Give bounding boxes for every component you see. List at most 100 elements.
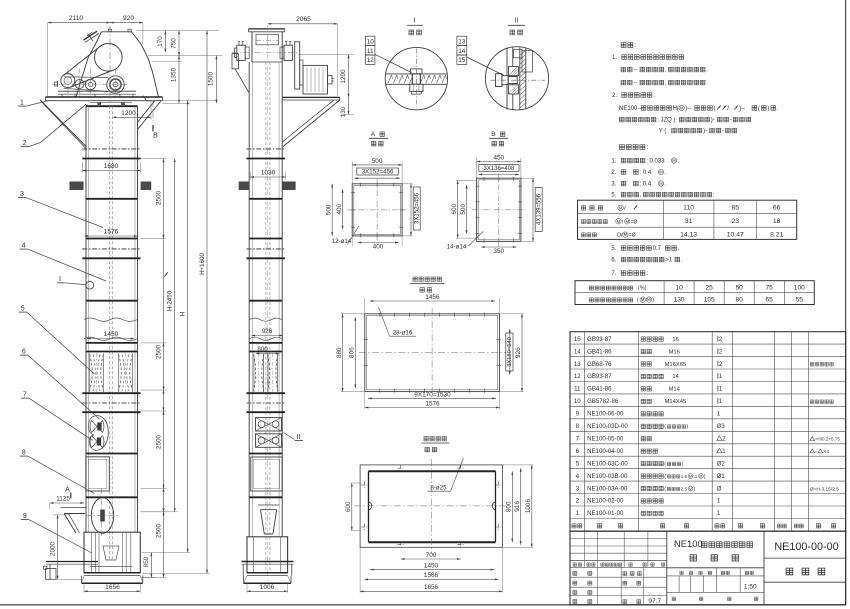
svg-text:1.5: 1.5 (681, 474, 688, 479)
svg-text::: : (647, 144, 649, 151)
svg-text:1350: 1350 (170, 67, 177, 82)
svg-text:5: 5 (21, 306, 25, 313)
svg-text:M: M (689, 474, 692, 478)
svg-text:2: 2 (719, 337, 723, 343)
svg-text:NE100-03D-00: NE100-03D-00 (587, 423, 628, 430)
svg-text:NE100-02-00: NE100-02-00 (587, 498, 624, 505)
svg-text:(: ( (664, 474, 666, 480)
svg-text:1: 1 (576, 510, 580, 517)
svg-text:1: 1 (717, 499, 721, 505)
svg-text:7.: 7. (611, 271, 616, 277)
svg-text:7: 7 (23, 392, 27, 399)
svg-text:): ) (767, 106, 769, 112)
svg-text:1680: 1680 (104, 163, 119, 170)
svg-text:12: 12 (367, 57, 375, 64)
svg-text:6: 6 (22, 349, 26, 356)
svg-text:11: 11 (574, 386, 581, 393)
svg-text:H: H (180, 312, 187, 316)
svg-text::: : (634, 42, 636, 49)
svg-text:=H/0.2+5.75: =H/0.2+5.75 (815, 437, 841, 442)
svg-text:5.: 5. (611, 246, 616, 252)
svg-text:): ) (704, 474, 706, 480)
svg-text:130: 130 (674, 297, 685, 304)
svg-text:2500: 2500 (156, 344, 163, 359)
svg-text:2.: 2. (612, 93, 617, 99)
svg-text:15: 15 (458, 57, 466, 64)
svg-text:GB93-87: GB93-87 (587, 336, 612, 343)
svg-text::: : (713, 193, 715, 199)
svg-text:9X170=1530: 9X170=1530 (414, 392, 451, 399)
svg-text:926: 926 (262, 328, 273, 335)
svg-text:2: 2 (722, 437, 726, 443)
svg-text:28-ø16: 28-ø16 (393, 330, 413, 337)
svg-text:>1: >1 (665, 258, 673, 264)
svg-text:500: 500 (372, 158, 383, 165)
svg-text:16: 16 (672, 337, 678, 343)
svg-text:10: 10 (367, 38, 375, 45)
svg-text:NE100-06-00: NE100-06-00 (587, 411, 624, 418)
svg-text:850: 850 (143, 556, 150, 567)
svg-text:2500: 2500 (156, 434, 163, 449)
svg-text:66: 66 (773, 205, 781, 212)
svg-text:Ø: Ø (717, 486, 722, 492)
svg-text:M: M (680, 106, 684, 111)
svg-text:2500: 2500 (156, 523, 163, 538)
svg-text:880: 880 (336, 347, 343, 358)
svg-text:: 0.4: : 0.4 (640, 170, 652, 176)
svg-text:105: 105 (704, 297, 715, 304)
svg-text:II: II (515, 18, 519, 25)
svg-text:Ø2: Ø2 (717, 461, 726, 467)
svg-text:A: A (371, 131, 376, 138)
svg-text:3: 3 (576, 485, 580, 492)
svg-text:916: 916 (514, 501, 521, 512)
svg-text:M: M (647, 297, 651, 302)
svg-text:Ø=H-3.15/2.5: Ø=H-3.15/2.5 (810, 486, 839, 492)
svg-text:(%): (%) (638, 286, 647, 292)
svg-text:2000: 2000 (49, 541, 56, 556)
svg-text:M: M (625, 219, 629, 224)
svg-text:1656: 1656 (105, 584, 120, 591)
svg-text:A: A (65, 487, 70, 494)
svg-text:1: 1 (20, 100, 24, 107)
svg-text:,1: ,1 (694, 474, 698, 479)
svg-text:: JZQ (: : JZQ ( (657, 118, 675, 124)
svg-text:I: I (414, 18, 416, 25)
svg-text:M14: M14 (669, 387, 681, 393)
svg-text:25: 25 (706, 285, 714, 292)
svg-text:)-: )- (711, 118, 715, 124)
svg-text:2: 2 (576, 498, 580, 505)
svg-text:.: . (664, 170, 666, 176)
svg-text:): ) (694, 486, 696, 492)
svg-text:.: . (664, 182, 666, 188)
svg-text:(: ( (637, 298, 639, 304)
svg-text:450: 450 (493, 155, 504, 162)
svg-text:,: , (665, 81, 667, 87)
svg-text:13: 13 (458, 38, 466, 45)
svg-text:M: M (699, 474, 702, 478)
svg-text:M: M (619, 205, 623, 210)
svg-text:1450: 1450 (104, 331, 119, 338)
svg-text:18: 18 (773, 218, 781, 225)
svg-text:800: 800 (257, 346, 268, 353)
svg-text:B: B (491, 131, 496, 138)
svg-text:Ø3: Ø3 (717, 424, 726, 430)
svg-text:: 0.4: : 0.4 (640, 182, 652, 188)
svg-text:1: 1 (722, 449, 726, 455)
svg-text:12: 12 (574, 373, 581, 380)
svg-text:926: 926 (515, 347, 522, 358)
svg-text::: : (646, 271, 648, 277)
svg-text:Y (: Y ( (659, 129, 667, 135)
svg-text:400: 400 (373, 243, 384, 250)
svg-text:15: 15 (574, 336, 581, 343)
svg-text:.: . (777, 106, 779, 112)
svg-text:=Ø: =Ø (629, 233, 636, 239)
svg-text:11: 11 (367, 48, 374, 55)
svg-text:1006: 1006 (525, 499, 532, 514)
svg-text:M: M (624, 232, 628, 237)
svg-text:B: B (153, 133, 158, 140)
svg-text:14-ø14: 14-ø14 (447, 243, 467, 250)
svg-text:100: 100 (794, 285, 805, 292)
svg-text:400: 400 (336, 203, 343, 214)
svg-text:14: 14 (672, 374, 679, 380)
svg-text:1576: 1576 (425, 401, 440, 408)
